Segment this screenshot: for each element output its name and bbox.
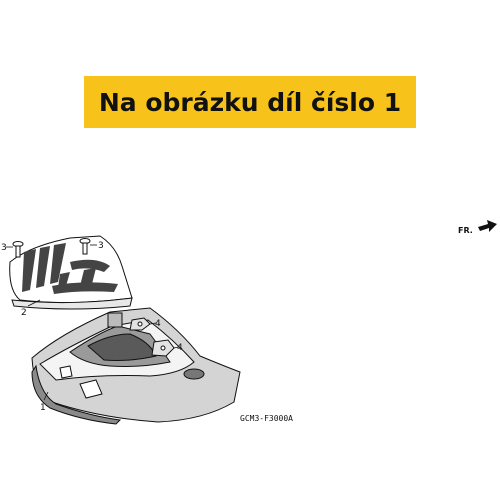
diagram-code: GCM3-F3000A (240, 414, 293, 423)
callout-3-right: 3 (98, 241, 104, 251)
front-direction-indicator: FR. (458, 220, 497, 235)
part-1-lower-cover (31, 307, 241, 425)
leader-lines (6, 244, 179, 401)
front-arrow-icon (478, 220, 497, 232)
part-2-top-panel (9, 235, 133, 310)
screw-3-right (79, 238, 91, 255)
callout-4-upper: 4 (155, 319, 161, 329)
nut-4-lower (151, 339, 175, 357)
callout-3-left: 3 (1, 243, 7, 253)
title-banner: Na obrázku díl číslo 1 (84, 76, 416, 128)
nut-4-upper (129, 317, 151, 331)
front-direction-label: FR. (458, 226, 473, 235)
callout-1: 1 (40, 403, 46, 413)
callout-4-lower: 4 (177, 343, 183, 353)
screw-3-left (12, 241, 24, 258)
panel-pattern (22, 243, 118, 294)
title-text: Na obrázku díl číslo 1 (98, 87, 402, 117)
callout-2: 2 (21, 308, 27, 318)
